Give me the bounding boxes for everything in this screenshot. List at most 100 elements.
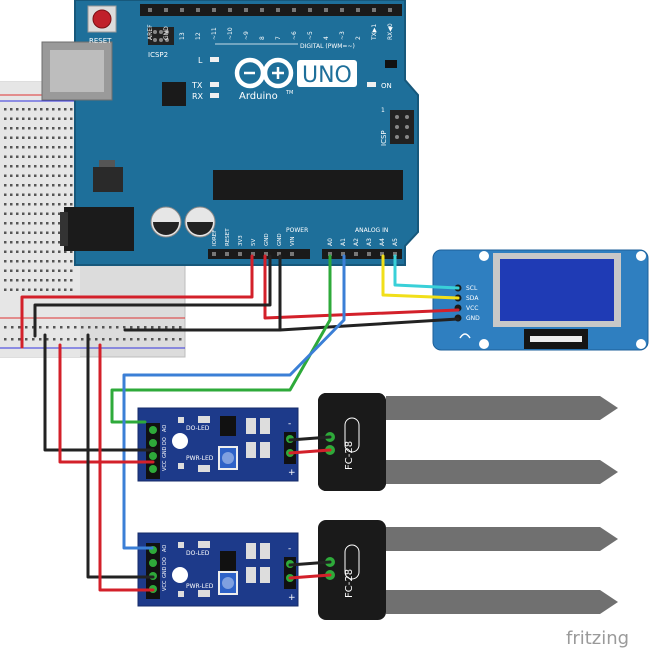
breadboard-rail-hole bbox=[95, 326, 98, 329]
breadboard-rail-hole bbox=[130, 326, 133, 329]
power-pin bbox=[251, 252, 255, 256]
breadboard-hole bbox=[16, 174, 19, 177]
sensor-pin-label: GND bbox=[162, 446, 168, 458]
breadboard-hole bbox=[58, 222, 61, 225]
breadboard-hole bbox=[40, 222, 43, 225]
wire-a0-green bbox=[110, 254, 332, 424]
breadboard-hole bbox=[22, 231, 25, 234]
breadboard-hole bbox=[46, 260, 49, 263]
breadboard-hole bbox=[64, 136, 67, 139]
breadboard-rail-hole bbox=[60, 338, 63, 341]
analog-label: ANALOG IN bbox=[355, 227, 388, 234]
digital-pin-label: RX◀0 bbox=[387, 23, 394, 40]
breadboard-hole bbox=[22, 279, 25, 282]
sensor-pin-label: VCC bbox=[162, 460, 168, 471]
breadboard-hole bbox=[28, 193, 31, 196]
breadboard-hole bbox=[46, 165, 49, 168]
breadboard-hole bbox=[22, 241, 25, 244]
breadboard-hole bbox=[4, 174, 7, 177]
breadboard-hole bbox=[34, 174, 37, 177]
digital-pin bbox=[244, 8, 248, 12]
breadboard-hole bbox=[64, 108, 67, 111]
breadboard-hole bbox=[40, 127, 43, 130]
breadboard-rail-hole bbox=[172, 326, 175, 329]
breadboard-hole bbox=[58, 212, 61, 215]
breadboard-hole bbox=[22, 127, 25, 130]
breadboard-rail-hole bbox=[46, 326, 49, 329]
breadboard-hole bbox=[16, 279, 19, 282]
breadboard-hole bbox=[4, 269, 7, 272]
breadboard-hole bbox=[58, 288, 61, 291]
breadboard-hole bbox=[70, 184, 73, 187]
digital-pin-label: 12 bbox=[195, 32, 202, 40]
breadboard-hole bbox=[46, 117, 49, 120]
wire-oled-gnd-2 bbox=[278, 317, 460, 332]
wire-m1-vcc bbox=[58, 343, 155, 464]
breadboard-rail-hole bbox=[158, 338, 161, 341]
breadboard-hole bbox=[10, 231, 13, 234]
breadboard-hole bbox=[70, 250, 73, 253]
breadboard-hole bbox=[40, 165, 43, 168]
breadboard-hole bbox=[70, 193, 73, 196]
breadboard-hole bbox=[16, 165, 19, 168]
power-pin bbox=[225, 252, 229, 256]
breadboard-hole bbox=[40, 241, 43, 244]
power-pin bbox=[264, 252, 268, 256]
breadboard-hole bbox=[22, 155, 25, 158]
breadboard-hole bbox=[16, 241, 19, 244]
breadboard-hole bbox=[70, 165, 73, 168]
icsp-pin1-label: 1 bbox=[381, 107, 385, 114]
breadboard-rail-hole bbox=[179, 338, 182, 341]
breadboard-rail-hole bbox=[88, 326, 91, 329]
breadboard-hole bbox=[58, 174, 61, 177]
breadboard-hole bbox=[58, 250, 61, 253]
breadboard-rail-hole bbox=[151, 338, 154, 341]
breadboard-hole bbox=[34, 127, 37, 130]
breadboard-rail-hole bbox=[32, 338, 35, 341]
breadboard-hole bbox=[16, 222, 19, 225]
breadboard-hole bbox=[40, 288, 43, 291]
breadboard-hole bbox=[28, 136, 31, 139]
breadboard-rail-hole bbox=[144, 326, 147, 329]
breadboard-rail-hole bbox=[144, 338, 147, 341]
breadboard-hole bbox=[70, 146, 73, 149]
l-label: L bbox=[198, 56, 203, 65]
breadboard-hole bbox=[4, 127, 7, 130]
breadboard-hole bbox=[46, 231, 49, 234]
breadboard-hole bbox=[70, 136, 73, 139]
breadboard-hole bbox=[58, 155, 61, 158]
breadboard-hole bbox=[52, 203, 55, 206]
probe-1-label: FC-28 bbox=[344, 441, 355, 470]
capacitors bbox=[150, 206, 216, 238]
sensor-pin-label: DO bbox=[162, 437, 168, 445]
breadboard-rail-hole bbox=[130, 338, 133, 341]
breadboard-hole bbox=[70, 117, 73, 120]
sensor-minus-label: - bbox=[288, 419, 291, 429]
power-pin-label: IOREF bbox=[212, 230, 218, 246]
breadboard-hole bbox=[58, 279, 61, 282]
soil-probe-2: FC-28 bbox=[318, 520, 618, 620]
analog-pin bbox=[367, 252, 371, 256]
reset-button[interactable] bbox=[92, 9, 112, 29]
breadboard-hole bbox=[28, 260, 31, 263]
breadboard-rail-hole bbox=[32, 326, 35, 329]
breadboard-hole bbox=[34, 203, 37, 206]
breadboard-hole bbox=[28, 231, 31, 234]
breadboard-hole bbox=[22, 146, 25, 149]
oled-pin-label: VCC bbox=[466, 305, 478, 312]
breadboard-hole bbox=[52, 269, 55, 272]
breadboard-hole bbox=[64, 193, 67, 196]
breadboard-hole bbox=[70, 260, 73, 263]
breadboard-hole bbox=[40, 250, 43, 253]
breadboard-hole bbox=[10, 203, 13, 206]
breadboard-hole bbox=[46, 174, 49, 177]
breadboard-hole bbox=[58, 193, 61, 196]
breadboard-hole bbox=[64, 184, 67, 187]
breadboard-rail-hole bbox=[74, 326, 77, 329]
breadboard-hole bbox=[34, 250, 37, 253]
breadboard-hole bbox=[10, 136, 13, 139]
breadboard-hole bbox=[22, 136, 25, 139]
breadboard-hole bbox=[40, 136, 43, 139]
